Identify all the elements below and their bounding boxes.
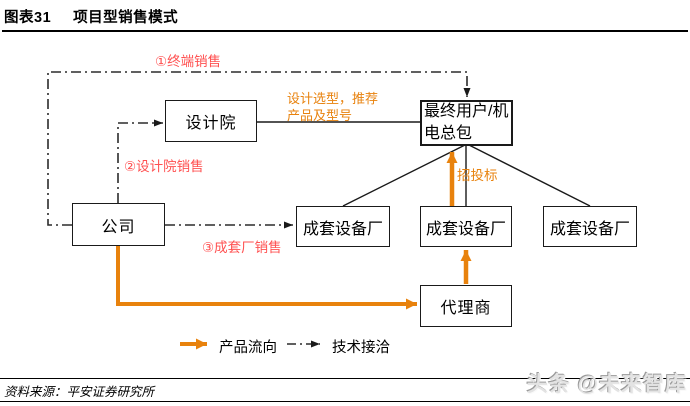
node-agent: 代理商	[420, 285, 512, 327]
enduser-to-factory3-line	[466, 143, 591, 207]
enduser-to-factory1-line	[342, 143, 468, 207]
title-divider	[2, 30, 688, 32]
route-terminal-sales-line	[47, 71, 471, 226]
figure-label: 图表31	[4, 10, 52, 26]
legend-technical-contact-label: 技术接洽	[332, 340, 390, 356]
footer-divider-bottom	[0, 401, 690, 402]
route-design-institute-line	[117, 119, 163, 203]
node-equipment-factory-2: 成套设备厂	[420, 206, 512, 247]
source-note: 资料来源：平安证券研究所	[4, 385, 155, 399]
label-design-note: 设计选型，推荐 产品及型号	[287, 91, 379, 123]
figure-name: 项目型销售模式	[73, 10, 179, 26]
node-end-user: 最终用户/机电总包	[420, 100, 513, 146]
node-design-institute: 设计院	[165, 100, 257, 142]
label-complete-factory-sales: ③成套厂销售	[202, 240, 282, 255]
label-terminal-sales: ①终端销售	[155, 54, 222, 69]
footer-divider-top	[0, 378, 690, 379]
watermark: 头条 @未来智库	[526, 373, 687, 396]
company-to-agent-arrow	[116, 245, 417, 310]
node-equipment-factory-1: 成套设备厂	[296, 206, 390, 247]
label-bidding: 招投标	[457, 168, 498, 183]
node-company: 公司	[72, 203, 165, 246]
label-design-institute-sales: ②设计院销售	[124, 159, 204, 174]
node-equipment-factory-3: 成套设备厂	[543, 206, 637, 247]
legend-product-flow-label: 产品流向	[219, 340, 277, 356]
figure-title: 图表31 项目型销售模式	[4, 6, 178, 27]
